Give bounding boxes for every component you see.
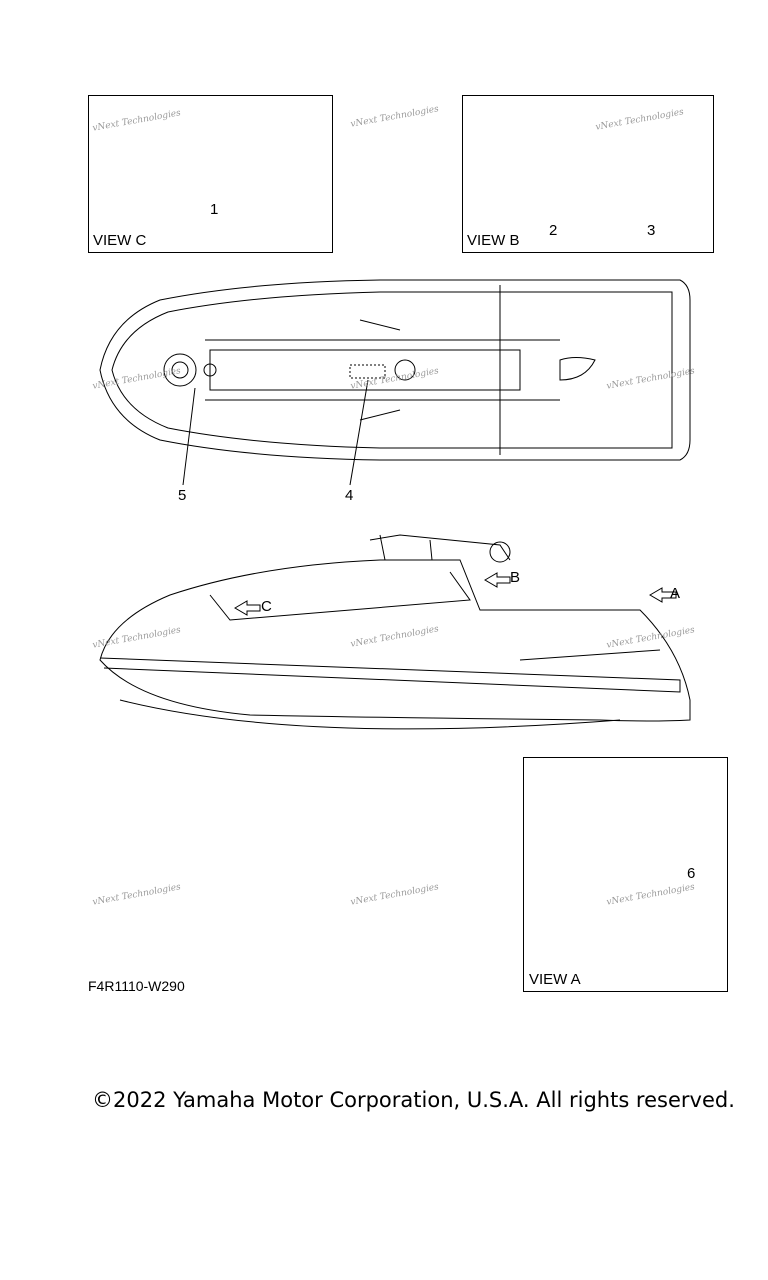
arrow-label-c: C	[261, 598, 272, 615]
view-c-label: VIEW C	[93, 232, 147, 249]
callout-1: 1	[210, 201, 219, 218]
arrow-label-b: B	[510, 569, 521, 586]
side-view-drawing	[99, 534, 691, 730]
view-b-frame	[462, 95, 714, 253]
callout-5: 5	[178, 487, 187, 504]
arrow-label-a: A	[670, 585, 681, 602]
view-a-label: VIEW A	[529, 971, 581, 988]
view-arrows	[234, 572, 677, 616]
callout-2: 2	[549, 222, 558, 239]
callout-4: 4	[345, 487, 354, 504]
view-a-frame	[523, 757, 728, 992]
callout-6: 6	[687, 865, 696, 882]
top-view-drawing	[99, 279, 691, 486]
callout-3: 3	[647, 222, 656, 239]
figure-code: F4R1110-W290	[88, 978, 185, 994]
copyright-notice: ©2022 Yamaha Motor Corporation, U.S.A. A…	[92, 1088, 735, 1112]
view-b-label: VIEW B	[467, 232, 520, 249]
view-c-frame	[88, 95, 333, 253]
